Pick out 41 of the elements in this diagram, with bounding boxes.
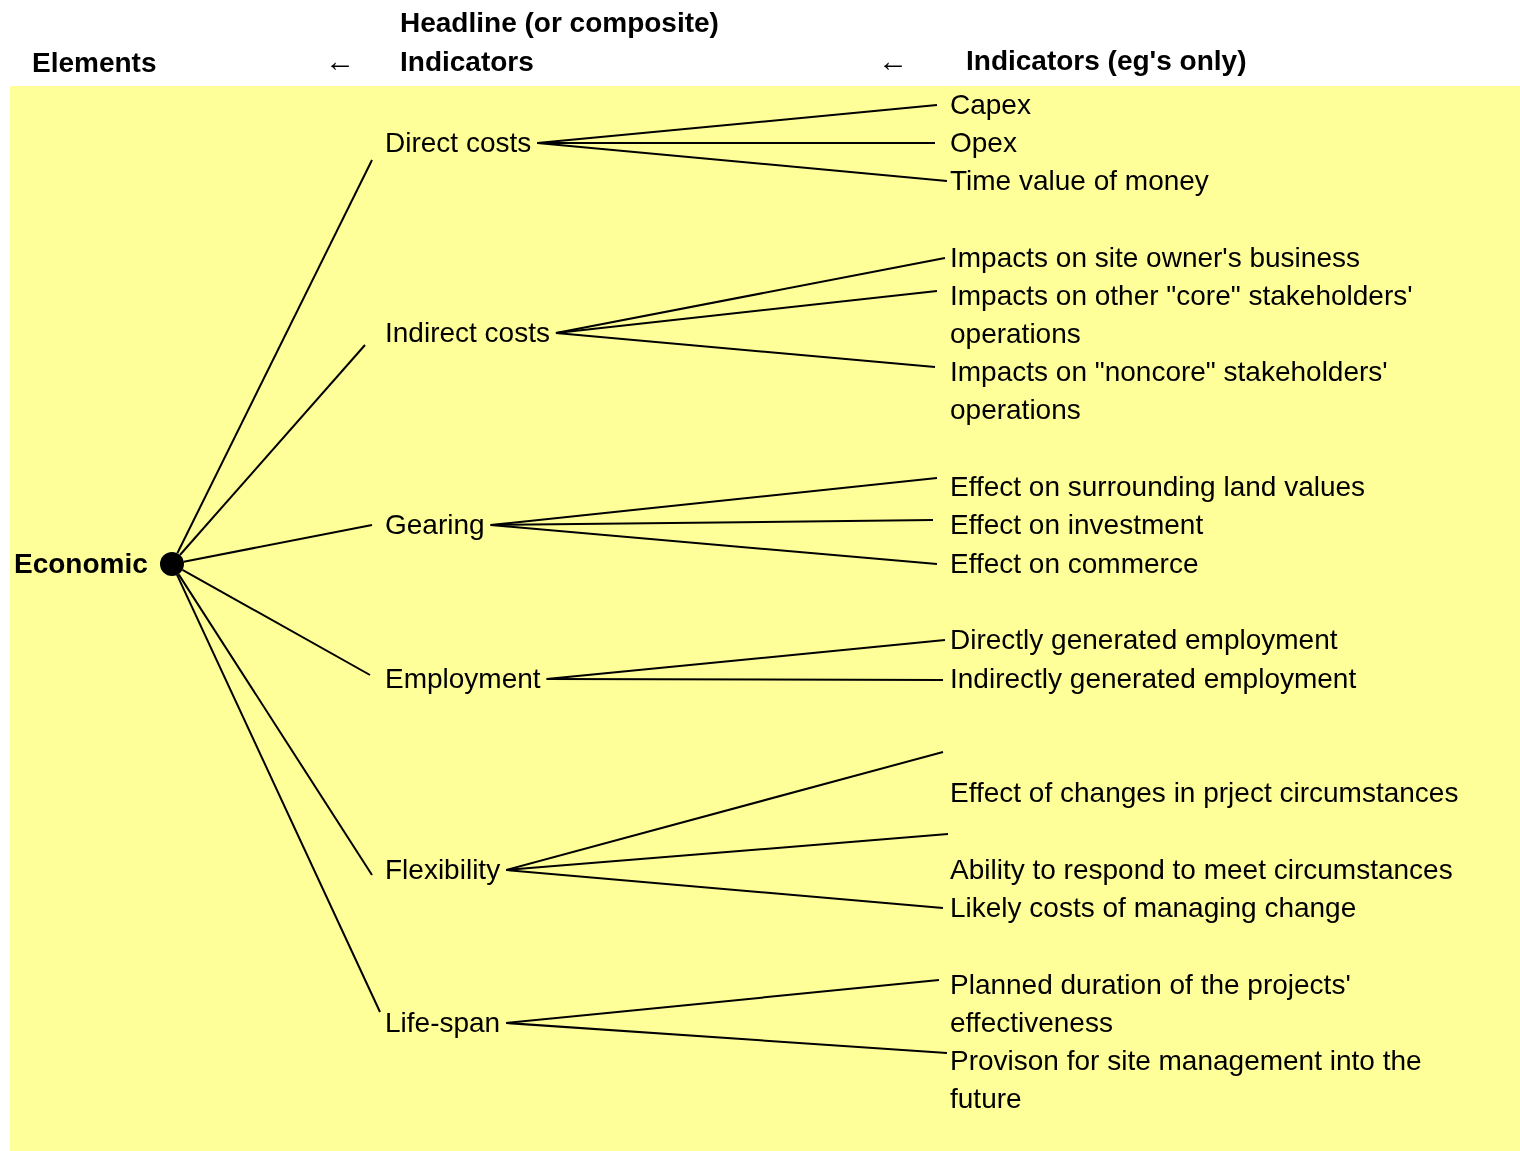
connector-line — [176, 573, 381, 1013]
direction-arrow: ← — [878, 43, 908, 79]
indicator-label: Ability to respond to meet circumstances — [948, 830, 1518, 889]
indicator-label: Effect on surrounding land values — [937, 468, 1510, 506]
indicator-label: Impacts on "noncore" stakeholders' operations — [935, 353, 1490, 429]
indicator-label: Capex — [937, 86, 1510, 124]
connector-line — [536, 142, 948, 182]
indicator-label: Effect of changes in prject circumstances — [943, 748, 1520, 812]
connector-line — [554, 332, 936, 368]
headline-indicator-label: Life-span — [380, 1004, 507, 1042]
connector-line — [177, 573, 373, 876]
connector-line — [181, 568, 371, 676]
connector-line — [176, 159, 373, 555]
connector-line — [178, 344, 366, 556]
indicator-label: Provison for site management into the future — [947, 1042, 1490, 1118]
indicator-label: Opex — [935, 124, 1510, 162]
headline-indicator-label: Direct costs — [372, 124, 538, 162]
connector-line — [505, 1022, 948, 1054]
connector-line — [489, 524, 938, 565]
connector-line — [545, 678, 944, 681]
indicator-label: Effect on commerce — [937, 545, 1510, 583]
connector-line — [505, 751, 944, 871]
indicator-label: Impacts on other "core" stakeholders' operations — [937, 277, 1490, 353]
element-label: Economic — [14, 545, 148, 583]
connector-line — [182, 524, 373, 563]
headline-indicator-label: Flexibility — [372, 851, 507, 889]
column-heading: Elements — [32, 46, 157, 80]
headline-column-heading: Headline (or composite) Indicators — [400, 6, 720, 79]
indicator-label: Effect on investment — [933, 506, 1510, 544]
connector-line — [505, 869, 944, 909]
headline-indicator-label: Employment — [370, 660, 547, 698]
direction-arrow: ← — [325, 43, 355, 79]
indicator-label: Impacts on site owner's business — [945, 239, 1510, 277]
indicator-label: Planned duration of the projects' effectiveness — [939, 966, 1510, 1042]
indicator-label: Indirectly generated employment — [943, 660, 1510, 698]
headline-indicator-label: Gearing — [372, 506, 491, 544]
headline-indicator-label: Indirect costs — [365, 314, 556, 352]
indicator-label: Likely costs of managing change — [943, 889, 1510, 927]
indicator-label: Time value of money — [947, 162, 1510, 200]
indicator-label: Directly generated employment — [945, 621, 1510, 659]
column-heading: Indicators (eg's only) — [966, 44, 1247, 78]
